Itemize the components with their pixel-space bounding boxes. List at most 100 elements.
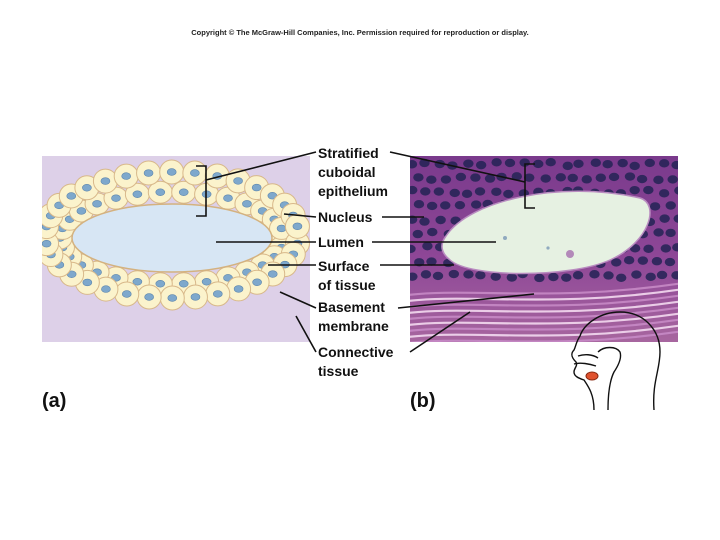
- label-nucleus: Nucleus: [318, 209, 373, 225]
- leader-nucleus-a: [283, 213, 317, 218]
- micro-nucleus: [474, 187, 486, 196]
- micro-nucleus: [664, 257, 676, 267]
- panel-label-a: (a): [42, 390, 67, 412]
- micro-nucleus: [420, 270, 432, 279]
- micro-nucleus: [595, 173, 607, 182]
- connective-fiber: [410, 318, 678, 332]
- cell-nucleus: [111, 194, 121, 202]
- micro-nucleus: [454, 200, 466, 210]
- connective-fiber: [410, 330, 678, 342]
- cell-nucleus: [66, 192, 77, 200]
- lumen-debris: [503, 236, 507, 240]
- micro-nucleus: [608, 172, 620, 182]
- micro-nucleus: [589, 270, 600, 279]
- cell-nucleus: [190, 293, 201, 301]
- micro-nucleus: [410, 160, 418, 169]
- micro-nucleus: [667, 175, 678, 184]
- micro-nucleus: [420, 187, 431, 196]
- cell-nucleus: [201, 278, 212, 286]
- micro-nucleus: [470, 173, 481, 182]
- leader-basement-b: [397, 293, 535, 309]
- micro-nucleus: [422, 241, 433, 251]
- cell-nucleus: [144, 293, 154, 301]
- micro-nucleus: [659, 214, 670, 223]
- micro-nucleus: [413, 173, 424, 182]
- micro-nucleus: [410, 244, 416, 254]
- micro-nucleus: [463, 159, 474, 168]
- connective-fibers: [410, 282, 678, 342]
- micro-nucleus: [651, 257, 663, 266]
- panel-b-micrograph: [410, 156, 678, 342]
- lumen-debris: [546, 246, 550, 250]
- micro-nucleus: [602, 160, 613, 169]
- micro-nucleus: [644, 158, 655, 168]
- micro-nucleus: [645, 272, 656, 282]
- micro-nucleus: [432, 271, 444, 281]
- bracket-b: [524, 163, 535, 209]
- illustration-svg: [42, 156, 310, 342]
- cell-nucleus: [166, 168, 177, 176]
- cell-nucleus: [212, 290, 223, 298]
- micro-nucleus: [567, 173, 578, 183]
- micro-nucleus: [491, 187, 502, 196]
- label-basement-membrane: Basement membrane: [318, 299, 389, 334]
- micro-nucleus: [435, 215, 446, 225]
- cell-nucleus: [178, 280, 189, 288]
- micro-nucleus: [475, 160, 487, 170]
- cell-nucleus: [76, 207, 87, 215]
- cell-nucleus: [292, 222, 303, 231]
- cell-nucleus: [143, 169, 154, 177]
- connective-fiber: [410, 288, 678, 302]
- micro-nucleus: [534, 273, 545, 283]
- connective-fiber: [410, 300, 678, 314]
- cell-nucleus: [121, 172, 132, 180]
- leader-connective-a: [295, 315, 317, 353]
- epithelial-cells: [42, 159, 310, 311]
- micro-nucleus: [433, 187, 445, 196]
- copyright-notice: Copyright © The McGraw-Hill Companies, I…: [191, 28, 529, 37]
- micro-nucleus: [581, 175, 592, 184]
- cell-nucleus: [242, 200, 252, 208]
- micro-nucleus: [470, 200, 482, 209]
- micro-nucleus: [427, 227, 438, 237]
- cell-nucleus: [267, 270, 278, 278]
- micro-nucleus: [672, 243, 678, 252]
- micro-nucleus: [490, 272, 501, 281]
- micrograph-svg: [410, 156, 678, 342]
- micro-nucleus: [555, 173, 567, 182]
- micro-nucleus: [665, 228, 676, 238]
- cell-nucleus: [178, 188, 189, 196]
- cell-nucleus: [92, 200, 102, 208]
- micro-nucleus: [449, 188, 460, 198]
- micro-nucleus: [673, 214, 678, 223]
- micro-nucleus: [413, 200, 425, 209]
- cell-nucleus: [233, 177, 243, 185]
- micro-nucleus: [611, 258, 622, 267]
- micro-nucleus: [426, 175, 437, 184]
- head-outline: [571, 311, 661, 411]
- label-lumen: Lumen: [318, 234, 364, 250]
- panel-label-b: (b): [410, 390, 436, 412]
- micro-nucleus: [540, 174, 551, 183]
- micro-nucleus: [506, 273, 518, 282]
- label-connective-tissue: Connective tissue: [318, 344, 394, 379]
- cell-nucleus: [42, 239, 52, 248]
- micro-nucleus: [440, 201, 451, 210]
- connective-fiber: [410, 282, 678, 296]
- micro-nucleus: [629, 161, 640, 171]
- micro-nucleus: [617, 158, 628, 168]
- micro-nucleus: [615, 273, 627, 282]
- panel-a-illustration: [42, 156, 310, 342]
- micro-nucleus: [629, 185, 640, 195]
- cell-nucleus: [155, 280, 166, 288]
- cell-nucleus: [100, 177, 111, 185]
- leader-stratified-b: [389, 151, 526, 183]
- connective-fiber: [410, 312, 678, 326]
- leader-connective-b: [409, 311, 471, 353]
- micro-nucleus: [643, 244, 654, 254]
- cell-nucleus: [190, 169, 200, 177]
- cell-nucleus: [82, 278, 93, 287]
- micro-nucleus: [653, 228, 664, 237]
- micro-nucleus: [623, 256, 635, 265]
- micro-nucleus: [573, 159, 584, 168]
